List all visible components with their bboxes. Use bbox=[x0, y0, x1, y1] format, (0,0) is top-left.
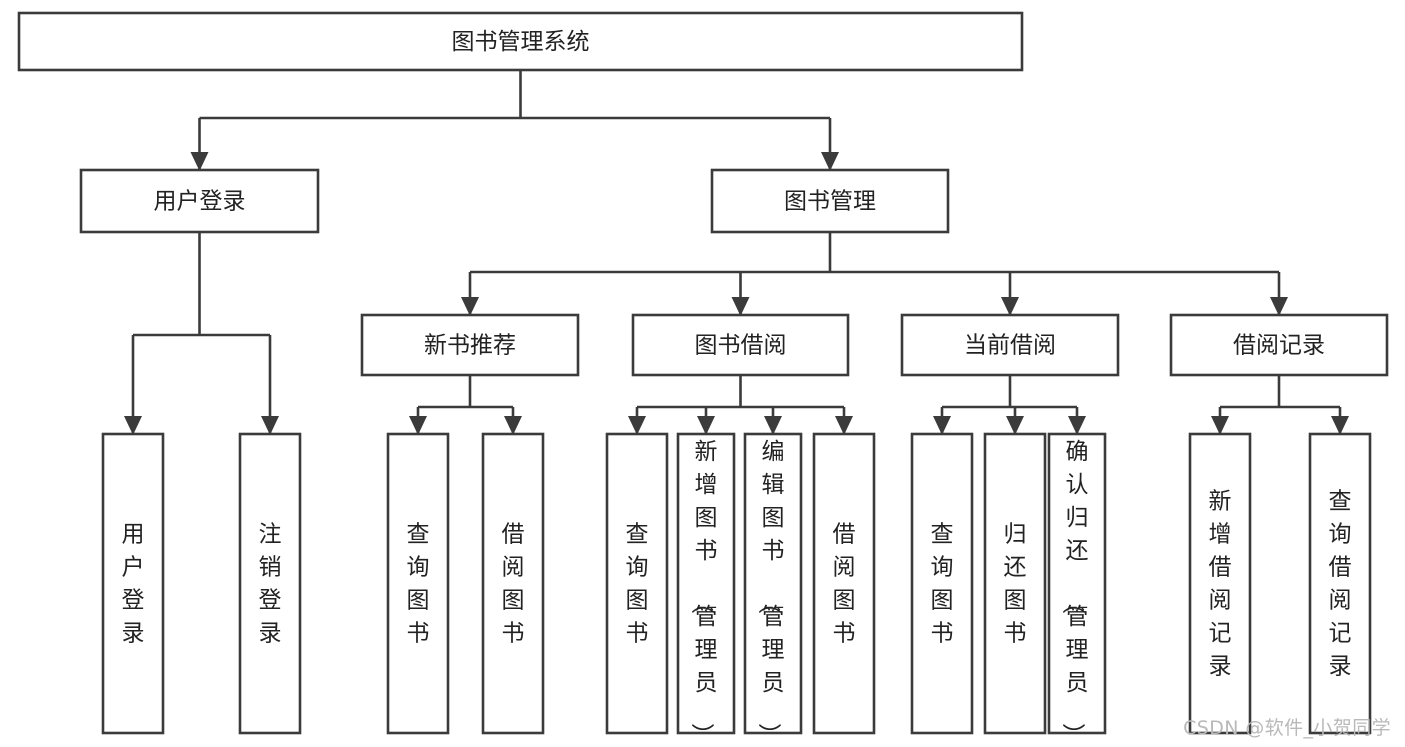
node-leaf-confirm-return-admin[interactable]: 确认归还（管理员） bbox=[1047, 432, 1107, 746]
arrow-head-icon bbox=[1270, 297, 1288, 316]
node-leaf-add-borrow-record[interactable]: 新增借阅记录 bbox=[1188, 432, 1252, 735]
node-leaf-return-book-box bbox=[983, 432, 1047, 735]
node-leaf-query-book-1-label: 查询图书 bbox=[407, 522, 430, 647]
node-leaf-query-book-3-label: 查询图书 bbox=[931, 522, 954, 647]
node-current-borrow[interactable]: 当前借阅 bbox=[900, 313, 1120, 377]
node-borrow-record[interactable]: 借阅记录 bbox=[1169, 313, 1389, 377]
node-book-borrow-label: 图书借阅 bbox=[695, 333, 787, 359]
node-book-manage[interactable]: 图书管理 bbox=[710, 168, 950, 234]
arrow-head-icon bbox=[1068, 416, 1086, 435]
node-user-login-box bbox=[79, 168, 320, 234]
node-leaf-logout-login[interactable]: 注销登录 bbox=[238, 432, 302, 735]
node-borrow-record-box bbox=[1169, 313, 1389, 377]
node-current-borrow-label: 当前借阅 bbox=[964, 333, 1056, 359]
node-current-borrow-box bbox=[900, 313, 1120, 377]
arrow-head-icon bbox=[1331, 416, 1349, 435]
node-leaf-add-book-admin-label: 新增图书（管理员） bbox=[689, 439, 718, 746]
node-leaf-confirm-return-admin-box bbox=[1047, 432, 1107, 735]
node-leaf-borrow-book-1-label: 借阅图书 bbox=[502, 522, 525, 647]
node-book-borrow-box bbox=[631, 313, 850, 377]
node-leaf-user-login-box bbox=[101, 432, 165, 735]
arrow-head-icon bbox=[124, 416, 142, 435]
arrow-head-icon bbox=[821, 152, 839, 171]
node-leaf-query-book-2[interactable]: 查询图书 bbox=[605, 432, 669, 735]
node-leaf-query-borrow-record[interactable]: 查询借阅记录 bbox=[1308, 432, 1372, 735]
arrow-head-icon bbox=[1211, 416, 1229, 435]
node-leaf-borrow-book-2[interactable]: 借阅图书 bbox=[812, 432, 876, 735]
node-leaf-logout-login-label: 注销登录 bbox=[259, 522, 282, 647]
node-leaf-return-book[interactable]: 归还图书 bbox=[983, 432, 1047, 735]
node-leaf-add-book-admin[interactable]: 新增图书（管理员） bbox=[676, 432, 736, 746]
node-leaf-add-borrow-record-label: 新增借阅记录 bbox=[1209, 489, 1232, 680]
arrow-head-icon bbox=[190, 152, 209, 171]
node-leaf-edit-book-admin[interactable]: 编辑图书（管理员） bbox=[743, 432, 803, 746]
node-leaf-query-book-3[interactable]: 查询图书 bbox=[910, 432, 974, 735]
node-root-system[interactable]: 图书管理系统 bbox=[17, 11, 1024, 72]
node-leaf-edit-book-admin-label: 编辑图书（管理员） bbox=[756, 439, 785, 746]
node-root-system-label: 图书管理系统 bbox=[452, 29, 590, 55]
arrow-head-icon bbox=[261, 416, 279, 435]
nodes-layer: 图书管理系统用户登录图书管理新书推荐图书借阅当前借阅借阅记录用户登录注销登录查询… bbox=[17, 11, 1389, 746]
node-new-book-recommend-box bbox=[360, 313, 580, 377]
node-leaf-add-borrow-record-box bbox=[1188, 432, 1252, 735]
node-leaf-query-book-2-label: 查询图书 bbox=[626, 522, 649, 647]
arrow-head-icon bbox=[835, 416, 853, 435]
node-leaf-logout-login-box bbox=[238, 432, 302, 735]
node-leaf-query-book-1-box bbox=[386, 432, 450, 735]
node-leaf-borrow-book-1-box bbox=[481, 432, 545, 735]
node-leaf-user-login-label: 用户登录 bbox=[122, 522, 145, 647]
arrow-head-icon bbox=[504, 416, 522, 435]
node-leaf-query-borrow-record-box bbox=[1308, 432, 1372, 735]
node-leaf-query-book-2-box bbox=[605, 432, 669, 735]
node-root-system-box bbox=[17, 11, 1024, 72]
node-leaf-query-book-3-box bbox=[910, 432, 974, 735]
node-leaf-add-book-admin-box bbox=[676, 432, 736, 735]
arrow-head-icon bbox=[697, 416, 715, 435]
node-leaf-confirm-return-admin-label: 确认归还（管理员） bbox=[1060, 439, 1089, 746]
node-new-book-recommend-label: 新书推荐 bbox=[424, 333, 516, 359]
node-user-login-label: 用户登录 bbox=[154, 189, 246, 215]
node-leaf-borrow-book-2-label: 借阅图书 bbox=[833, 522, 856, 647]
node-leaf-user-login[interactable]: 用户登录 bbox=[101, 432, 165, 735]
arrow-head-icon bbox=[731, 297, 750, 316]
arrow-head-icon bbox=[1006, 416, 1024, 435]
arrow-head-icon bbox=[409, 416, 427, 435]
node-leaf-borrow-book-1[interactable]: 借阅图书 bbox=[481, 432, 545, 735]
arrow-head-icon bbox=[628, 416, 646, 435]
node-book-manage-label: 图书管理 bbox=[784, 189, 876, 215]
node-leaf-return-book-label: 归还图书 bbox=[1004, 522, 1027, 647]
node-leaf-query-borrow-record-label: 查询借阅记录 bbox=[1329, 489, 1352, 680]
arrow-head-icon bbox=[461, 297, 479, 316]
node-book-manage-box bbox=[710, 168, 950, 234]
node-book-borrow[interactable]: 图书借阅 bbox=[631, 313, 850, 377]
arrow-head-icon bbox=[1001, 297, 1019, 316]
node-user-login[interactable]: 用户登录 bbox=[79, 168, 320, 234]
node-leaf-edit-book-admin-box bbox=[743, 432, 803, 735]
node-leaf-borrow-book-2-box bbox=[812, 432, 876, 735]
node-leaf-query-book-1[interactable]: 查询图书 bbox=[386, 432, 450, 735]
node-borrow-record-label: 借阅记录 bbox=[1233, 333, 1325, 359]
node-new-book-recommend[interactable]: 新书推荐 bbox=[360, 313, 580, 377]
arrow-head-icon bbox=[764, 416, 782, 435]
connectors-layer bbox=[124, 70, 1349, 435]
arrow-head-icon bbox=[933, 416, 951, 435]
